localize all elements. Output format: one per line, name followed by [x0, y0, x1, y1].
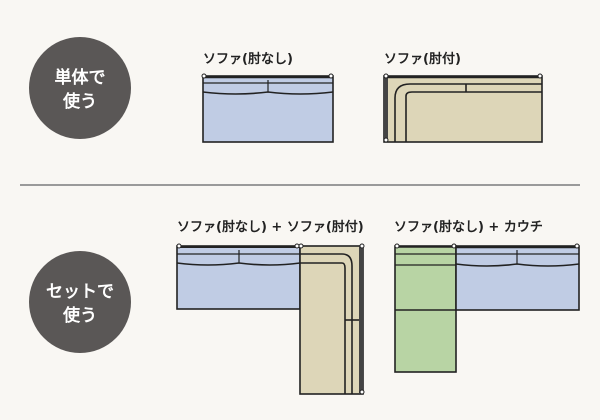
badge-single-use: 単体で 使う: [29, 37, 131, 139]
set-armless-arm-diagram: [176, 243, 365, 395]
badge-text-line1: セットで: [46, 282, 114, 302]
arm-sofa-diagram: [383, 73, 543, 143]
set-armless-couch-diagram: [394, 243, 580, 373]
label-armless-plus-arm: ソファ(肘なし) + ソファ(肘付): [177, 219, 364, 235]
label-arm-sofa: ソファ(肘付): [384, 51, 461, 67]
badge-text-line1: 単体で: [55, 67, 106, 88]
badge-text-line2: 使う: [62, 305, 97, 326]
label-armless-sofa: ソファ(肘なし): [203, 52, 293, 67]
armless-sofa-diagram: [201, 73, 334, 143]
badge-text-line2: 使う: [62, 91, 97, 112]
label-armless-plus-couch: ソファ(肘なし) + カウチ: [394, 220, 543, 235]
badge-set-use: セットで 使う: [29, 251, 131, 353]
